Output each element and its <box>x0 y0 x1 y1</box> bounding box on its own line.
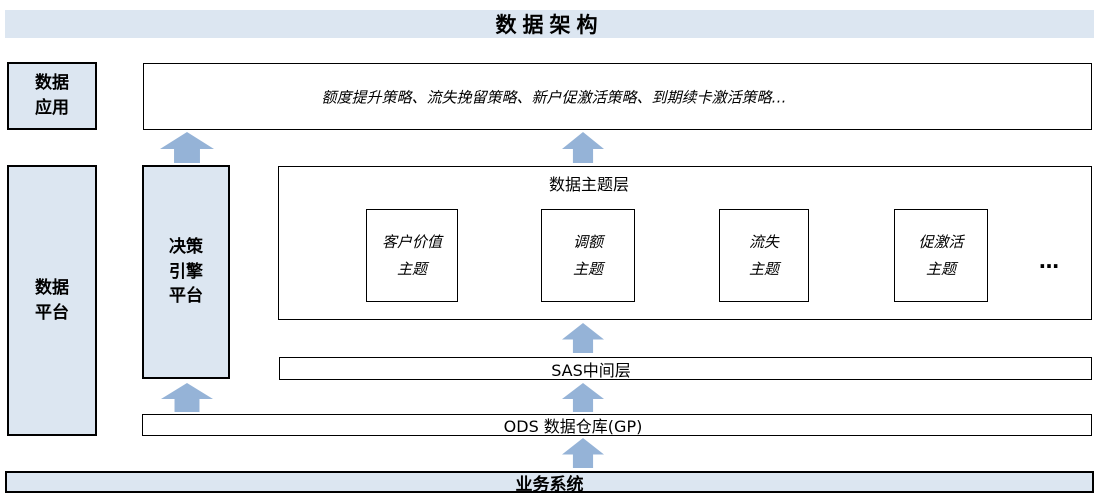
page-title: 数据架构 <box>495 13 604 37</box>
up-arrow-icon <box>562 132 604 163</box>
theme-churn-line1: 流失 <box>748 232 779 251</box>
up-arrow-icon <box>160 132 214 163</box>
theme-churn-line2: 主题 <box>748 259 779 278</box>
theme-customer-value-line1: 客户价值 <box>381 232 442 251</box>
data-platform-label-line2: 平台 <box>35 302 69 323</box>
theme-customer-value-line2: 主题 <box>396 259 427 278</box>
title-bar: 数据架构 <box>5 10 1094 38</box>
data-application-label-line1: 数据 <box>35 73 69 94</box>
theme-activation-line1: 促激活 <box>918 232 964 251</box>
theme-box-quota-adjust: 调额 主题 <box>541 209 635 302</box>
theme-box-churn: 流失 主题 <box>719 209 809 302</box>
decision-engine-label-line3: 平台 <box>169 286 203 307</box>
more-themes-ellipsis: … <box>1039 249 1059 273</box>
decision-engine-label-line1: 决策 <box>169 237 203 258</box>
up-arrow-icon <box>161 383 213 412</box>
sas-middle-layer-box: SAS中间层 <box>279 357 1092 380</box>
strategy-list-box: 额度提升策略、流失挽留策略、新户促激活策略、到期续卡激活策略… <box>143 63 1092 130</box>
theme-activation-line2: 主题 <box>925 259 956 278</box>
data-application-label-line2: 应用 <box>35 98 69 118</box>
data-theme-layer-label: 数据主题层 <box>548 175 630 194</box>
ods-warehouse-label: ODS 数据仓库(GP) <box>503 417 643 436</box>
strategy-list-text: 额度提升策略、流失挽留策略、新户促激活策略、到期续卡激活策略… <box>321 88 787 106</box>
theme-box-activation: 促激活 主题 <box>894 209 988 302</box>
up-arrow-icon <box>562 383 604 412</box>
data-platform-box: 数据 平台 <box>7 165 97 436</box>
up-arrow-icon <box>562 438 604 468</box>
decision-engine-label-line2: 引擎 <box>169 261 203 282</box>
theme-quota-adjust-line1: 调额 <box>572 232 603 251</box>
theme-box-customer-value: 客户价值 主题 <box>366 209 458 302</box>
ods-warehouse-box: ODS 数据仓库(GP) <box>142 414 1092 436</box>
data-theme-layer-box: 数据主题层 客户价值 主题 调额 主题 流失 主题 促激活 主题 … <box>278 166 1092 320</box>
business-system-label: 业务系统 <box>515 474 584 495</box>
decision-engine-box: 决策 引擎 平台 <box>142 165 230 379</box>
data-platform-label-line1: 数据 <box>35 277 69 298</box>
business-system-bar: 业务系统 <box>5 471 1094 495</box>
up-arrow-icon <box>562 323 604 353</box>
sas-middle-layer-label: SAS中间层 <box>551 360 631 380</box>
data-application-box: 数据 应用 <box>7 62 97 130</box>
theme-quota-adjust-line2: 主题 <box>572 259 603 278</box>
